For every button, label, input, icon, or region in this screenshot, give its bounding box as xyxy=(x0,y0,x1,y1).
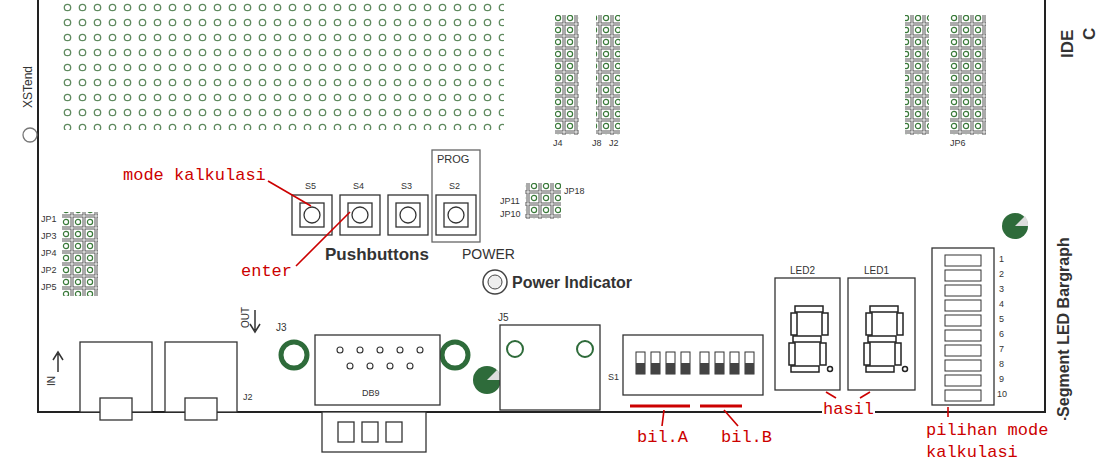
switch-label: S2 xyxy=(449,181,460,191)
annotation: pilihan mode kalkulasi xyxy=(925,420,1077,464)
jumper-label: JP4 xyxy=(41,248,57,258)
header-label: JP6 xyxy=(950,138,966,148)
pin-number: 7 xyxy=(999,344,1004,354)
connector-label: IDE xyxy=(1058,30,1078,58)
annotation: enter xyxy=(240,262,293,282)
switch-label: S1 xyxy=(608,372,619,382)
connector-label: C xyxy=(1080,28,1100,40)
annotation: bil.A xyxy=(636,428,689,448)
section-title: 10-Segment LED Bargraph xyxy=(1055,237,1073,440)
annotation: mode kalkulasi xyxy=(122,166,267,186)
jumper-label: JP3 xyxy=(41,231,57,241)
jumper-label: JP1 xyxy=(41,214,57,224)
jumper-label: JP11 xyxy=(500,196,520,206)
header-label: J8 xyxy=(592,138,602,148)
jumper-label: JP2 xyxy=(41,265,57,275)
pin-number: 2 xyxy=(999,269,1004,279)
header-label: J4 xyxy=(553,138,563,148)
connector-label: DB9 xyxy=(362,388,380,398)
pin-number: 9 xyxy=(999,374,1004,384)
pin-number: 1 xyxy=(999,254,1004,264)
connector-label: J2 xyxy=(243,392,253,402)
connector-label: J5 xyxy=(498,312,509,324)
pin-number: 8 xyxy=(999,359,1004,369)
annotation: bil.B xyxy=(720,428,773,448)
switch-label: S5 xyxy=(305,181,316,191)
switch-label: S4 xyxy=(353,181,364,191)
connector-label: IN xyxy=(46,376,58,386)
jumper-label: JP5 xyxy=(41,282,57,292)
switch-label: S3 xyxy=(401,181,412,191)
switch-label: PROG xyxy=(437,153,469,166)
jumper-label: JP10 xyxy=(500,209,521,219)
section-title: Power Indicator xyxy=(512,274,632,292)
display-label: LED2 xyxy=(790,265,815,277)
power-label: POWER xyxy=(462,246,515,262)
connector-label: OUT xyxy=(240,307,252,328)
jumper-label: JP18 xyxy=(564,186,585,196)
pin-number: 3 xyxy=(999,284,1004,294)
board-name: XSTend xyxy=(22,66,36,108)
header-label: J2 xyxy=(609,138,619,148)
pin-number: 5 xyxy=(999,314,1004,324)
pin-number: 10 xyxy=(997,389,1007,399)
pin-number: 6 xyxy=(999,329,1004,339)
display-label: LED1 xyxy=(864,265,889,277)
section-title: Pushbuttons xyxy=(325,245,429,265)
connector-label: J3 xyxy=(276,322,287,334)
pin-number: 4 xyxy=(999,299,1004,309)
annotation: hasil xyxy=(822,400,875,420)
